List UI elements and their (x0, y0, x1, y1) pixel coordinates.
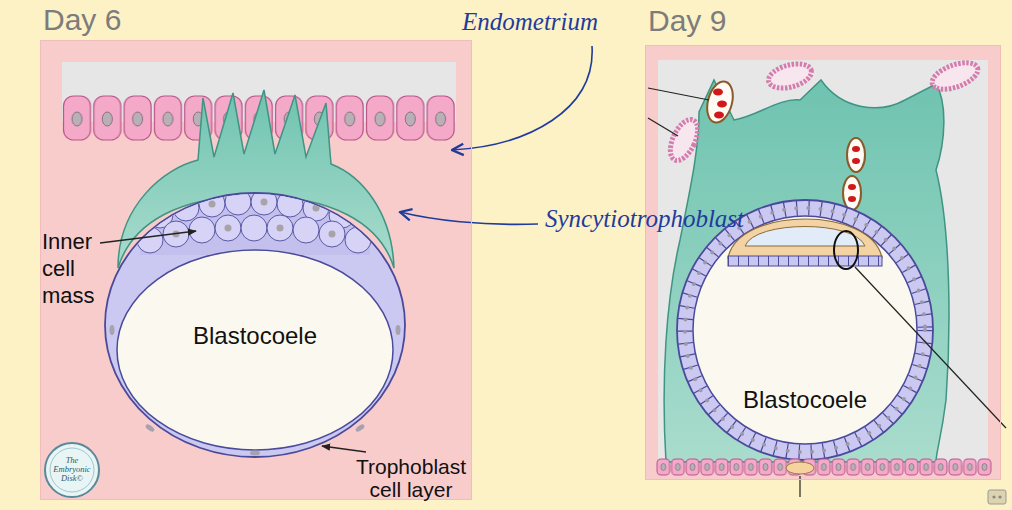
leader-line (855, 267, 1006, 428)
blastocyst (677, 200, 933, 460)
inner-cell-mass (137, 189, 371, 255)
panel-heading: Day 6 (43, 3, 121, 36)
part-label: Trophoblast cell layer (347, 455, 475, 501)
day9-panel (645, 45, 1001, 480)
part-label: Blastocoele (175, 322, 335, 350)
part-label: Blastocoele (725, 386, 885, 414)
hypoblast-cells (728, 256, 882, 266)
leader-line (100, 231, 196, 243)
panel-heading: Day 9 (648, 4, 726, 37)
panel-ground (645, 45, 1001, 480)
hypoblast (728, 256, 882, 266)
corner-icon (988, 490, 1006, 504)
watermark: The Embryonic Disk© (46, 456, 98, 483)
leader-line (648, 118, 678, 136)
panel-box: Day 6 (40, 40, 472, 500)
syncytiotrophoblast (664, 80, 949, 462)
amniotic-cavity (745, 227, 865, 247)
uterine-glands (665, 57, 982, 164)
syncytiotrophoblast (118, 90, 394, 268)
annotation: Endometrium (462, 8, 652, 37)
endometrial-stroma (658, 60, 988, 465)
leader-lines (100, 46, 1006, 497)
day6-panel (40, 40, 472, 500)
highlight-ring (834, 231, 858, 269)
blastocoele-cavity (117, 250, 393, 450)
annotation: Syncytiotrophoblast (545, 205, 807, 234)
trophoblast (105, 193, 405, 457)
logo-badge (45, 443, 99, 497)
leader-line (322, 446, 366, 452)
part-label: Inner cell mass (42, 228, 116, 309)
leader-line (400, 212, 538, 224)
panel-ground (40, 40, 472, 500)
uterine-epithelium (656, 458, 992, 476)
lacunae (703, 79, 865, 210)
fibrin-plug (786, 462, 814, 474)
leader-line (452, 46, 592, 150)
leader-line (648, 88, 709, 100)
panel-box: Day 9 (645, 45, 1001, 480)
